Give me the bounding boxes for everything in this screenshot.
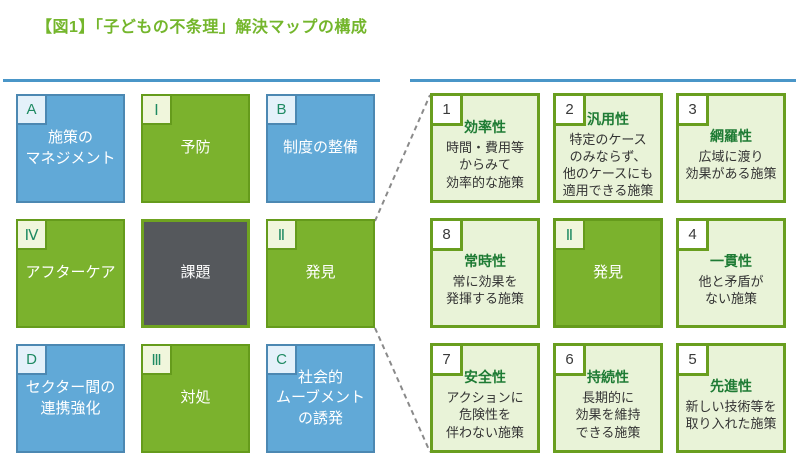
criteria-body: 広域に渡り 効果がある施策: [685, 148, 777, 181]
criteria-cell-5-innovation: 5 先進性 新しい技術等を 取り入れた施策: [676, 343, 786, 453]
criteria-cell-2-versatility: 2 汎用性 特定のケース のみならず、 他のケースにも 適用できる施策: [553, 93, 663, 203]
cell-label: 社会的 ムーブメント の誘発: [275, 369, 366, 427]
criteria-title: 一貫性: [709, 252, 752, 269]
criteria-cell-7-safety: 7 安全性 アクションに 危険性を 伴わない施策: [430, 343, 540, 453]
map-cell-center-issue: 課題: [141, 219, 250, 328]
divider-left: [3, 79, 380, 82]
criteria-title: 効率性: [463, 119, 506, 136]
corner-tag: 1: [433, 96, 463, 126]
cell-label: 発見: [592, 263, 623, 281]
map-cell-d-sector-cooperation: D セクター間の 連携強化: [16, 344, 125, 453]
cell-label: セクター間の 連携強化: [25, 379, 116, 417]
corner-tag: 3: [679, 96, 709, 126]
cell-label: アフターケア: [25, 264, 116, 282]
criteria-cell-3-coverage: 3 網羅性 広域に渡り 効果がある施策: [676, 93, 786, 203]
map-cell-3-response: Ⅲ 対処: [141, 344, 250, 453]
criteria-title: 持続性: [586, 369, 629, 386]
cell-label: 課題: [180, 264, 211, 282]
map-cell-a-management: A 施策の マネジメント: [16, 94, 125, 203]
criteria-title: 常時性: [463, 252, 506, 269]
criteria-cell-1-efficiency: 1 効率性 時間・費用等 からみて 効率的な施策: [430, 93, 540, 203]
corner-tag: 7: [433, 346, 463, 376]
corner-tag: A: [18, 96, 47, 125]
cell-label: 制度の整備: [282, 139, 358, 157]
criteria-cell-4-consistency: 4 一貫性 他と矛盾が ない施策: [676, 218, 786, 328]
criteria-cell-8-constancy: 8 常時性 常に効果を 発揮する施策: [430, 218, 540, 328]
cell-label: 発見: [305, 264, 336, 282]
corner-tag: 2: [556, 96, 586, 126]
criteria-body: 特定のケース のみならず、 他のケースにも 適用できる施策: [562, 131, 654, 199]
page-title: 【図1】「子どもの不条理」解決マップの構成: [36, 19, 368, 36]
corner-tag: 6: [556, 346, 586, 376]
corner-tag: D: [18, 346, 47, 375]
criteria-title: 安全性: [463, 369, 506, 386]
criteria-title: 汎用性: [587, 110, 629, 127]
map-cell-c-social-movement: C 社会的 ムーブメント の誘発: [266, 344, 375, 453]
corner-tag: Ⅱ: [556, 221, 585, 250]
criteria-cell-6-sustainability: 6 持続性 長期的に 効果を維持 できる施策: [553, 343, 663, 453]
criteria-body: 長期的に 効果を維持 できる施策: [575, 390, 641, 440]
corner-tag: B: [268, 96, 297, 125]
map-cell-1-prevention: Ⅰ 予防: [141, 94, 250, 203]
map-cell-2-discovery: Ⅱ 発見: [266, 219, 375, 328]
corner-tag: Ⅰ: [143, 96, 172, 125]
corner-tag: C: [268, 346, 297, 375]
map-cell-b-institution: B 制度の整備: [266, 94, 375, 203]
criteria-body: 常に効果を 発揮する施策: [445, 273, 524, 306]
corner-tag: Ⅳ: [18, 221, 47, 250]
criteria-body: 新しい技術等を 取り入れた施策: [685, 398, 777, 431]
criteria-grid: 1 効率性 時間・費用等 からみて 効率的な施策 2 汎用性 特定のケース のみ…: [430, 93, 786, 453]
criteria-title: 先進性: [709, 377, 752, 394]
corner-tag: 5: [679, 346, 709, 376]
corner-tag: 8: [433, 221, 463, 251]
cell-label: 対処: [180, 389, 211, 407]
corner-tag: 4: [679, 221, 709, 251]
criteria-cell-center-discovery: Ⅱ 発見: [553, 218, 663, 328]
criteria-title: 網羅性: [709, 127, 752, 144]
criteria-body: アクションに 危険性を 伴わない施策: [445, 390, 524, 440]
criteria-body: 他と矛盾が ない施策: [698, 273, 764, 306]
cell-label: 予防: [180, 139, 211, 157]
cell-label: 施策の マネジメント: [25, 129, 116, 167]
corner-tag: Ⅲ: [143, 346, 172, 375]
divider-right: [410, 79, 796, 82]
map-cell-4-aftercare: Ⅳ アフターケア: [16, 219, 125, 328]
corner-tag: Ⅱ: [268, 221, 297, 250]
criteria-body: 時間・費用等 からみて 効率的な施策: [445, 140, 524, 190]
solution-map-grid: A 施策の マネジメント Ⅰ 予防 B 制度の整備 Ⅳ アフターケア 課題 Ⅱ …: [16, 94, 375, 453]
